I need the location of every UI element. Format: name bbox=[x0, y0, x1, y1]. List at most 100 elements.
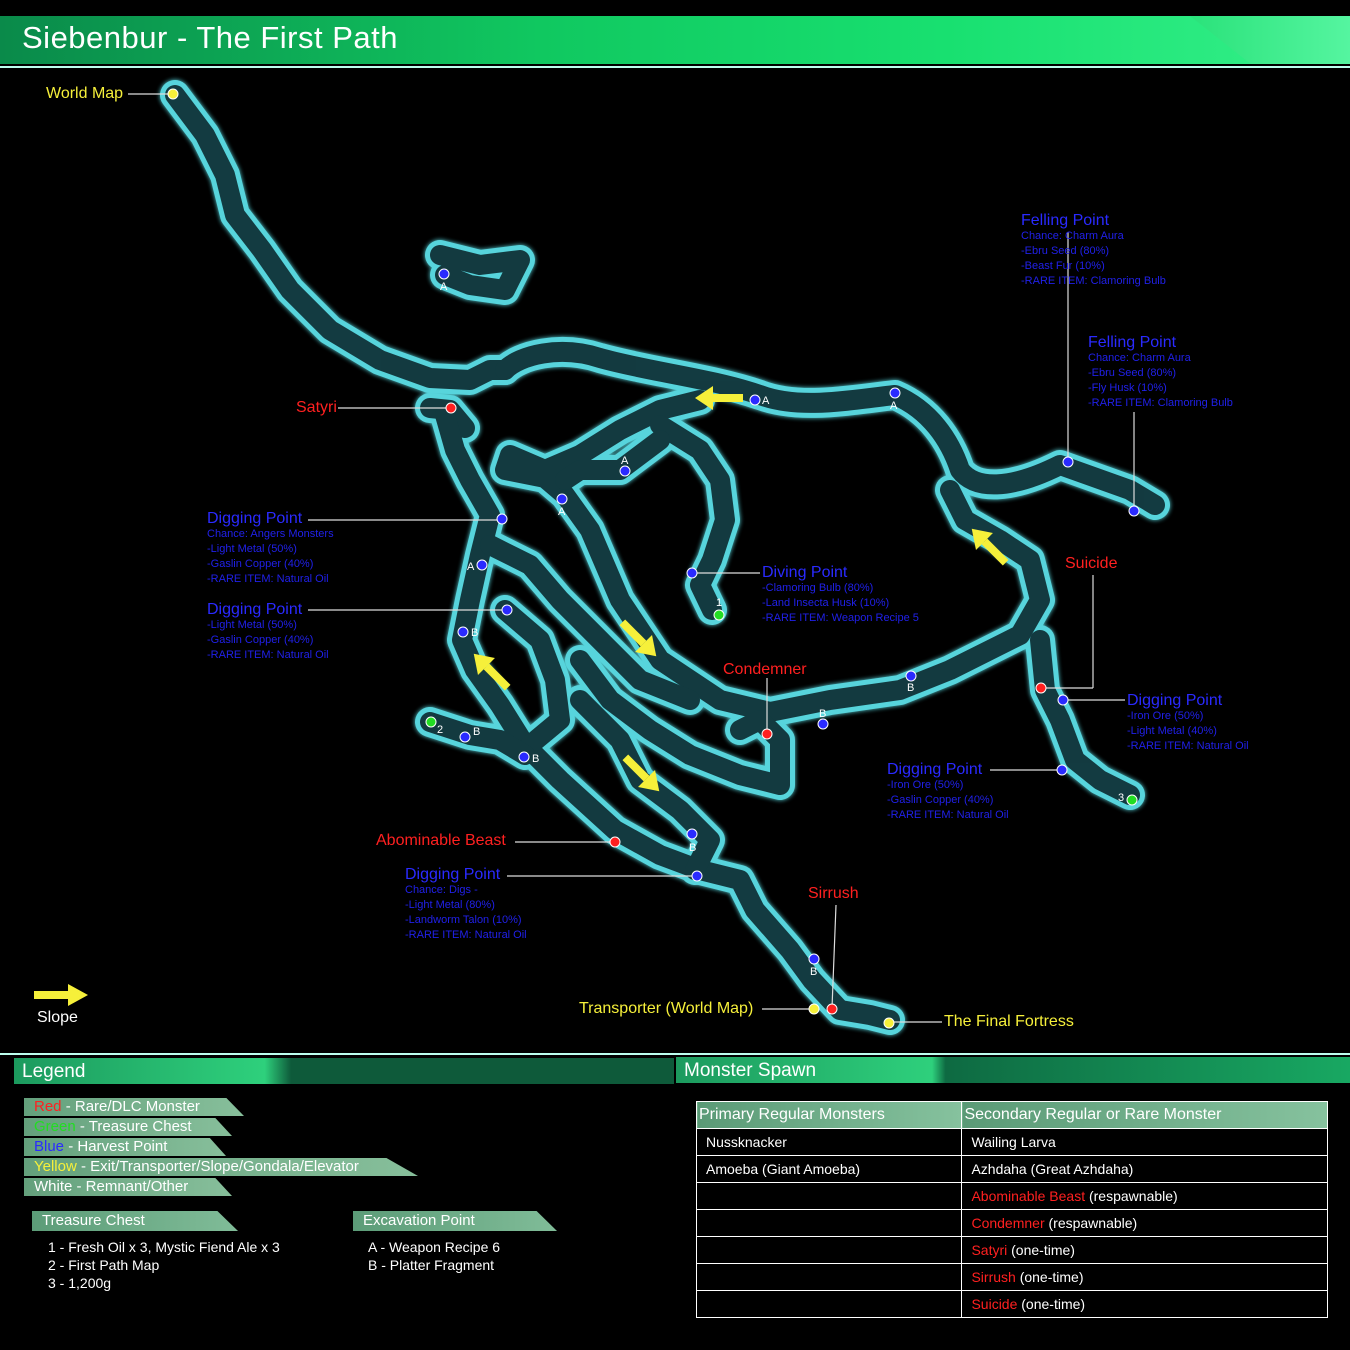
slope-arrow bbox=[695, 386, 743, 410]
harvest-line: -Ebru Seed (80%) bbox=[1021, 245, 1110, 257]
svg-text:A: A bbox=[621, 455, 629, 467]
table-header-row: Primary Regular Monsters Secondary Regul… bbox=[695, 1101, 1328, 1129]
chest-marker bbox=[425, 716, 437, 728]
world-map-label[interactable]: World Map bbox=[46, 85, 124, 102]
svg-text:B: B bbox=[907, 682, 914, 694]
legend-text: - Rare/DLC Monster bbox=[61, 1098, 200, 1115]
svg-text:B: B bbox=[689, 842, 696, 854]
primary-cell bbox=[695, 1290, 963, 1318]
harvest-line: -Gaslin Copper (40%) bbox=[207, 558, 314, 570]
legend-item-red: Red - Rare/DLC Monster bbox=[24, 1098, 244, 1116]
svg-text:A: A bbox=[440, 281, 448, 293]
legend-item-white: White - Remnant/Other bbox=[24, 1178, 232, 1196]
primary-cell bbox=[695, 1209, 963, 1237]
monster-note: (one-time) bbox=[1015, 1269, 1084, 1285]
harvest-line: -Light Metal (50%) bbox=[207, 619, 297, 631]
legend-key: White bbox=[34, 1178, 73, 1195]
harvest-line: -Fly Husk (10%) bbox=[1088, 382, 1167, 394]
suicide-label: Suicide bbox=[1065, 555, 1118, 572]
harvest-line: -Gaslin Copper (40%) bbox=[207, 634, 314, 646]
monster-name: Suicide bbox=[971, 1296, 1018, 1312]
final-fortress-label[interactable]: The Final Fortress bbox=[944, 1013, 1074, 1030]
harvest-title: Felling Point bbox=[1088, 334, 1177, 351]
harvest-callout: Digging Point Chance: Angers Monsters -L… bbox=[207, 511, 334, 587]
monster-name: Azhdaha (Great Azhdaha) bbox=[971, 1161, 1134, 1177]
harvest-line: Chance: Charm Aura bbox=[1021, 230, 1124, 242]
column-header: Primary Regular Monsters bbox=[695, 1101, 963, 1129]
slope-arrow bbox=[473, 653, 511, 691]
primary-cell bbox=[695, 1263, 963, 1291]
section-divider bbox=[0, 1053, 1350, 1055]
header-divider bbox=[0, 66, 1350, 68]
monster-note: (one-time) bbox=[1007, 1242, 1075, 1258]
table-row: Suicide (one-time) bbox=[695, 1290, 1328, 1318]
monster-name: Wailing Larva bbox=[971, 1134, 1056, 1150]
legend-section-bar: Legend bbox=[14, 1058, 674, 1084]
header-bar bbox=[0, 16, 1350, 64]
monster-note: (respawnable) bbox=[1044, 1215, 1138, 1231]
svg-text:B: B bbox=[473, 726, 480, 738]
harvest-line: -RARE ITEM: Natural Oil bbox=[1127, 740, 1249, 752]
chest-marker bbox=[713, 609, 725, 621]
transporter-label[interactable]: Transporter (World Map) bbox=[579, 1000, 754, 1017]
monster-note: (one-time) bbox=[1017, 1296, 1086, 1312]
slope-legend-arrow bbox=[34, 984, 88, 1006]
secondary-cell: Abominable Beast (respawnable) bbox=[961, 1182, 1328, 1210]
legend-key: Yellow bbox=[34, 1158, 77, 1175]
secondary-cell: Wailing Larva bbox=[961, 1128, 1328, 1156]
harvest-line: -Light Metal (50%) bbox=[207, 543, 297, 555]
svg-text:A: A bbox=[762, 395, 770, 407]
legend-text: - Treasure Chest bbox=[75, 1118, 192, 1135]
markers bbox=[167, 88, 1140, 1029]
slope-arrow bbox=[971, 528, 1009, 566]
harvest-line: -Iron Ore (50%) bbox=[1127, 710, 1204, 722]
monster-marker bbox=[609, 836, 621, 848]
monster-note: (respawnable) bbox=[1085, 1188, 1178, 1204]
excavation-item: A - Weapon Recipe 6 bbox=[368, 1239, 501, 1255]
monster-marker bbox=[761, 728, 773, 740]
treasure-item: 1 - Fresh Oil x 3, Mystic Fiend Ale x 3 bbox=[48, 1239, 280, 1255]
harvest-line: -Clamoring Bulb (80%) bbox=[762, 582, 874, 594]
table-row: Satyri (one-time) bbox=[695, 1236, 1328, 1264]
harvest-title: Digging Point bbox=[887, 761, 983, 778]
harvest-line: -Iron Ore (50%) bbox=[887, 779, 964, 791]
abominable-beast-label: Abominable Beast bbox=[376, 832, 506, 849]
legend-item-blue: Blue - Harvest Point bbox=[24, 1138, 226, 1156]
secondary-cell: Azhdaha (Great Azhdaha) bbox=[961, 1155, 1328, 1183]
harvest-callout: Digging Point -Light Metal (50%) -Gaslin… bbox=[207, 602, 329, 663]
harvest-line: -Land Insecta Husk (10%) bbox=[762, 597, 890, 609]
harvest-callout: Digging Point -Iron Ore (50%) -Gaslin Co… bbox=[887, 762, 1009, 823]
monster-name: Sirrush bbox=[971, 1269, 1016, 1285]
harvest-title: Digging Point bbox=[405, 866, 501, 883]
secondary-cell: Suicide (one-time) bbox=[961, 1290, 1328, 1318]
chest-marker bbox=[1126, 794, 1138, 806]
monster-spawn-table: Primary Regular Monsters Secondary Regul… bbox=[695, 1101, 1328, 1318]
spawn-section-bar: Monster Spawn bbox=[676, 1057, 1350, 1083]
marker-letters: A A A A A A B B B B B B B 1 2 3 bbox=[437, 281, 1124, 978]
table-row: Sirrush (one-time) bbox=[695, 1263, 1328, 1291]
legend-text: - Remnant/Other bbox=[72, 1178, 189, 1195]
secondary-cell: Sirrush (one-time) bbox=[961, 1263, 1328, 1291]
exit-marker bbox=[883, 1017, 895, 1029]
legend-key: Red bbox=[34, 1098, 62, 1115]
leader-lines bbox=[128, 93, 1135, 1023]
monster-marker bbox=[1035, 682, 1047, 694]
excavation-item: B - Platter Fragment bbox=[368, 1257, 495, 1273]
harvest-line: -Beast Fur (10%) bbox=[1021, 260, 1105, 272]
slope-arrows bbox=[34, 386, 1009, 1006]
page-title: Siebenbur - The First Path bbox=[22, 20, 398, 55]
harvest-line: -Landworm Talon (10%) bbox=[405, 914, 522, 926]
harvest-line: -RARE ITEM: Weapon Recipe 5 bbox=[762, 612, 919, 624]
table-row: Abominable Beast (respawnable) bbox=[695, 1182, 1328, 1210]
svg-text:A: A bbox=[890, 400, 898, 412]
column-header: Secondary Regular or Rare Monster bbox=[961, 1101, 1328, 1129]
slope-arrow bbox=[622, 754, 660, 792]
harvest-line: -Light Metal (80%) bbox=[405, 899, 495, 911]
harvest-title: Digging Point bbox=[207, 510, 303, 527]
monster-marker bbox=[826, 1003, 838, 1015]
svg-text:2: 2 bbox=[437, 724, 443, 736]
treasure-item: 2 - First Path Map bbox=[48, 1257, 160, 1273]
harvest-callout: Digging Point Chance: Digs - -Light Meta… bbox=[405, 867, 527, 943]
harvest-callout: Felling Point Chance: Charm Aura -Ebru S… bbox=[1021, 213, 1166, 289]
primary-cell: Amoeba (Giant Amoeba) bbox=[695, 1155, 963, 1183]
